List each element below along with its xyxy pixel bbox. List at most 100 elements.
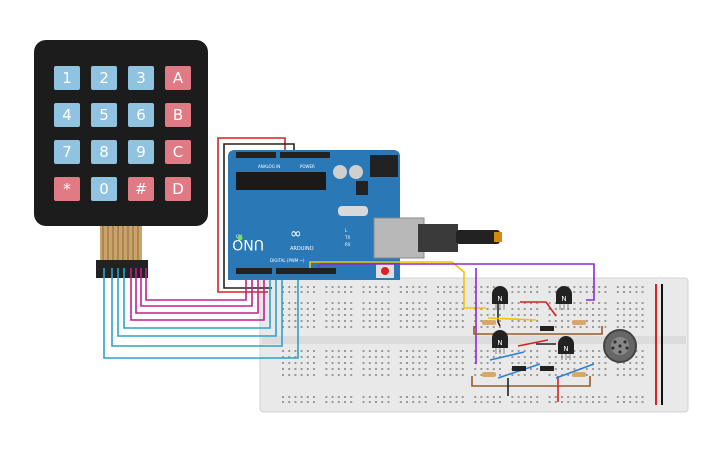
usb-cable-plug — [418, 224, 458, 252]
usb-cable — [456, 230, 500, 244]
led-label-tx: TX — [344, 235, 350, 240]
key-label: D — [172, 180, 184, 198]
key-label: 5 — [99, 106, 109, 124]
transistor-label: N — [561, 295, 566, 303]
transistor-label: N — [497, 295, 502, 303]
wire-yellow-short — [487, 317, 537, 321]
key-label: 0 — [99, 180, 109, 198]
resistor — [482, 320, 496, 325]
wire-col-2 — [117, 268, 277, 337]
key-label: 8 — [99, 143, 109, 161]
transistor: N — [492, 330, 508, 354]
regulator — [356, 181, 368, 195]
key-label: C — [173, 143, 183, 161]
key-8: 8 — [91, 140, 117, 164]
wire-yellow — [309, 261, 486, 309]
wire-row-4 — [130, 268, 265, 321]
key-label: 1 — [62, 69, 72, 87]
key-2: 2 — [91, 66, 117, 90]
barrel-jack — [370, 155, 398, 177]
key-C: C — [165, 140, 191, 164]
key-9: 9 — [128, 140, 154, 164]
key-label: B — [173, 106, 183, 124]
digital-label: DIGITAL (PWM ~) — [270, 258, 305, 263]
usb-port — [373, 217, 425, 259]
led-label-l: L — [345, 228, 348, 233]
arduino-logo-icon: ∞ — [290, 226, 302, 242]
capacitor — [349, 165, 363, 179]
wire-blue-3 — [489, 351, 525, 361]
key-4: 4 — [54, 103, 80, 127]
key-1: 1 — [54, 66, 80, 90]
key-label: * — [63, 180, 71, 198]
diode — [512, 366, 526, 371]
transistor-label: N — [497, 339, 502, 347]
wires — [103, 137, 603, 402]
resistor — [572, 372, 586, 377]
key-B: B — [165, 103, 191, 127]
key-3: 3 — [128, 66, 154, 90]
wire-red-short — [520, 301, 557, 317]
wire-brown-1 — [471, 376, 591, 387]
transistor: N — [556, 286, 572, 310]
key-label: # — [135, 180, 148, 198]
components: N N N N — [482, 286, 637, 377]
key-6: 6 — [128, 103, 154, 127]
keypad-keys: 1 2 3 A 4 5 6 B 7 8 9 C * 0 # D — [54, 66, 191, 201]
wire-col-1 — [123, 268, 271, 329]
transistor: N — [558, 336, 574, 360]
wire-brown-2 — [473, 326, 603, 335]
wire-col-4 — [103, 268, 299, 359]
wire-red-5v — [217, 137, 286, 293]
header-bottom — [236, 268, 336, 274]
key-5: 5 — [91, 103, 117, 127]
transistors: N N N N — [492, 286, 574, 360]
wire-black-short — [497, 300, 501, 327]
wire-row-3 — [135, 268, 259, 314]
resistors — [482, 320, 586, 377]
power-label: POWER — [300, 164, 315, 169]
transistor-label: N — [563, 345, 568, 353]
key-0: 0 — [91, 177, 117, 201]
capacitor — [333, 165, 347, 179]
arduino-uno: ANALOG IN POWER DIGITAL (PWM ~) UNO ∞ AR… — [228, 150, 502, 280]
analog-label: ANALOG IN — [258, 164, 280, 169]
microcontroller-chip — [236, 172, 326, 190]
key-#: # — [128, 177, 154, 201]
key-7: 7 — [54, 140, 80, 164]
header-top — [236, 152, 330, 158]
wire-blue-2 — [555, 363, 595, 379]
piezo-buzzer — [603, 329, 637, 363]
wire-red-short-2 — [517, 339, 549, 347]
key-*: * — [54, 177, 80, 201]
diode — [540, 366, 554, 371]
resistor — [482, 372, 496, 377]
keypad: 1 2 3 A 4 5 6 B 7 8 9 C * 0 # D — [34, 40, 208, 278]
crystal — [338, 206, 368, 216]
transistor: N — [492, 286, 508, 310]
keypad-ribbon — [96, 226, 148, 278]
keypad-connector — [96, 260, 148, 278]
wire-row-2 — [140, 268, 253, 307]
key-label: 9 — [136, 143, 146, 161]
wire-purple-1 — [317, 263, 595, 301]
key-label: 6 — [136, 106, 146, 124]
led-label-rx: RX — [345, 242, 351, 247]
key-A: A — [165, 66, 191, 90]
usb-cable-end — [494, 232, 502, 242]
key-label: 2 — [99, 69, 109, 87]
arduino-brand-label: ARDUINO — [290, 246, 314, 252]
key-D: D — [165, 177, 191, 201]
resistor — [572, 320, 586, 325]
wire-row-1 — [145, 268, 247, 301]
key-label: 4 — [62, 106, 72, 124]
wire-col-3 — [111, 268, 283, 347]
key-label: A — [173, 69, 184, 87]
diodes — [512, 326, 554, 371]
key-label: 7 — [62, 143, 72, 161]
power-led — [237, 235, 243, 241]
diode — [540, 326, 554, 331]
key-label: 3 — [136, 69, 146, 87]
wire-black-gnd — [223, 143, 295, 289]
